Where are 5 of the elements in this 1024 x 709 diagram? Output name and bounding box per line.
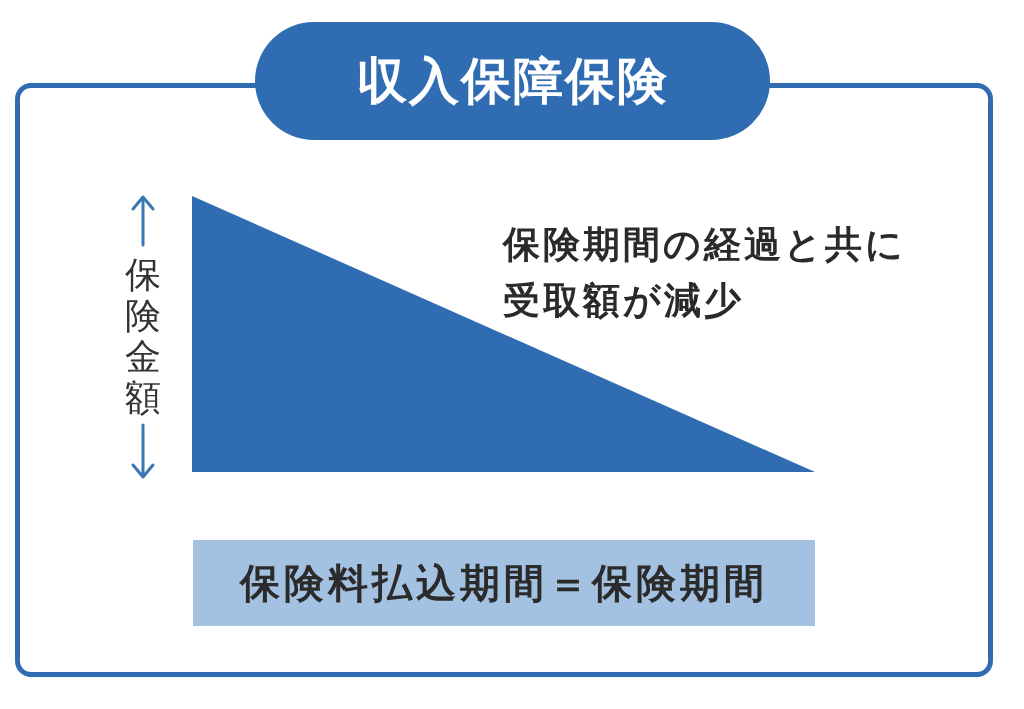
period-band: 保険料払込期間＝保険期間 [193,540,815,626]
axis-label: 保険金額 [124,254,162,418]
annotation-text: 保険期間の経過と共に受取額が減少 [503,222,907,324]
title-pill: 収入保障保険 [255,22,770,140]
benefit-triangle [192,196,815,472]
